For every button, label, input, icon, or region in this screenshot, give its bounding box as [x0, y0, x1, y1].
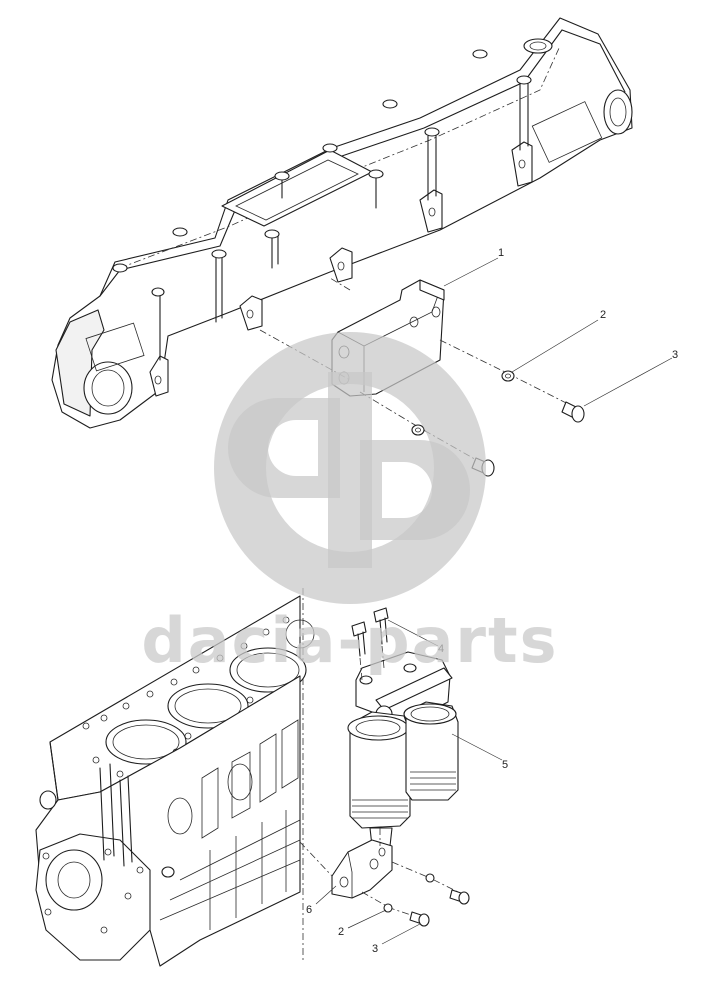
upper-washer-2: [411, 424, 425, 436]
callout-4: 4: [438, 643, 444, 655]
exhaust-manifold: [51, 17, 633, 429]
upper-callouts: 1 2 3: [443, 247, 678, 407]
upper-bolt-1: [561, 401, 585, 423]
filter-mounting-bolts: [351, 607, 389, 681]
engine-block: [35, 588, 315, 967]
lower-bolt-2: [409, 911, 430, 927]
filter-bracket: [331, 839, 393, 899]
callout-6: 6: [306, 904, 312, 916]
callout-3-upper: 3: [672, 349, 678, 361]
callout-2-upper: 2: [600, 309, 606, 321]
ds-monogram-icon: [214, 332, 486, 604]
watermark-text: dacia-parts: [141, 604, 558, 677]
callout-5: 5: [502, 759, 508, 771]
callout-1: 1: [498, 247, 504, 259]
upper-washer-1: [501, 370, 515, 382]
watermark: dacia-parts: [141, 332, 558, 677]
fuel-filter: [347, 651, 459, 847]
callout-3-lower: 3: [372, 943, 378, 955]
callout-2-lower: 2: [338, 926, 344, 938]
lower-washer-2: [383, 903, 393, 913]
lower-callouts: 4 5 6 2 3: [306, 619, 508, 955]
lower-bolt-1: [449, 889, 470, 905]
lower-washer-1: [425, 873, 435, 883]
